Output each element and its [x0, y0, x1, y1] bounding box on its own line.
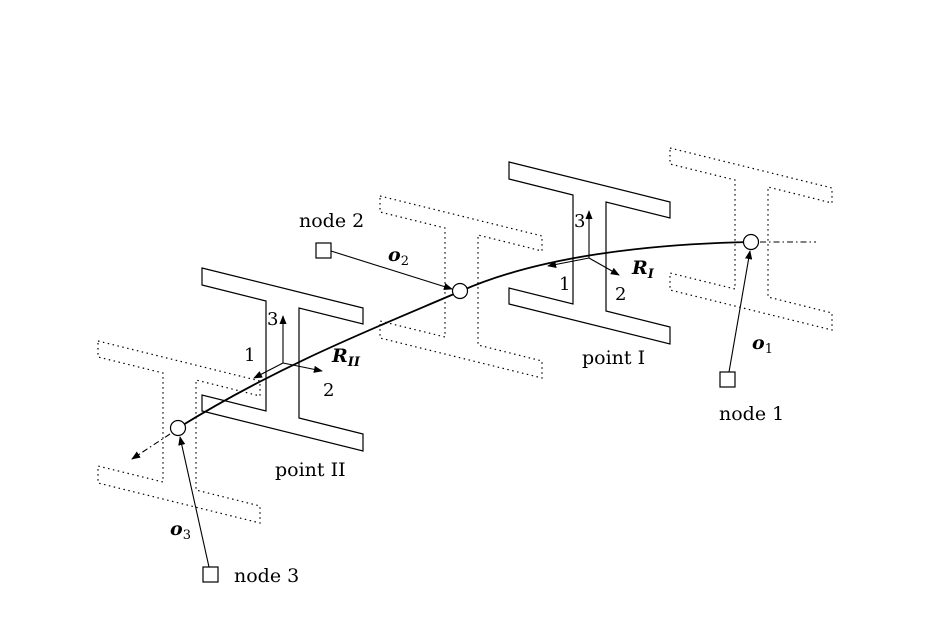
o3-label: o3 — [170, 518, 191, 543]
beam-node-2-circle — [451, 282, 469, 300]
triad-I-label-3: 3 — [574, 211, 585, 232]
triad-I-axis-2 — [588, 257, 620, 276]
section-point-II — [201, 267, 364, 452]
beam-reference-line — [177, 241, 752, 429]
node-3-label: node 3 — [234, 565, 299, 587]
beam-node-1-circle — [742, 233, 760, 251]
R-I-label: RI — [631, 257, 655, 282]
triad-II-label-1: 1 — [244, 345, 255, 366]
node-1-square — [719, 371, 736, 388]
node-1-label: node 1 — [719, 403, 784, 425]
node-2-label: node 2 — [299, 210, 364, 232]
node-3-square — [202, 566, 219, 583]
triad-I-label-2: 2 — [615, 284, 626, 305]
section-dotted-node3 — [97, 340, 261, 524]
section-point-I — [508, 161, 671, 345]
triad-I-label-1: 1 — [559, 274, 570, 295]
point-I-label: point I — [582, 347, 645, 369]
point-II-label: point II — [275, 459, 346, 481]
offset-vector-o2 — [330, 250, 453, 291]
beam-node-3-circle — [169, 419, 187, 437]
triad-II-label-2: 2 — [323, 380, 334, 401]
R-II-label: RII — [331, 345, 361, 370]
offset-vector-o1 — [728, 250, 753, 373]
offset-vector-o3 — [178, 436, 210, 568]
section-dotted-node1 — [669, 147, 833, 331]
triad-I-axis-1 — [547, 257, 590, 268]
section-dotted-node2 — [379, 195, 543, 379]
node-2-square — [315, 242, 332, 259]
o2-label: o2 — [388, 244, 409, 269]
triad-II-axis-2 — [282, 362, 323, 373]
triad-II-label-3: 3 — [267, 309, 278, 330]
triad-II-axis-1 — [253, 362, 284, 379]
o1-label: o1 — [752, 332, 773, 357]
beam-extension-left — [131, 433, 171, 460]
